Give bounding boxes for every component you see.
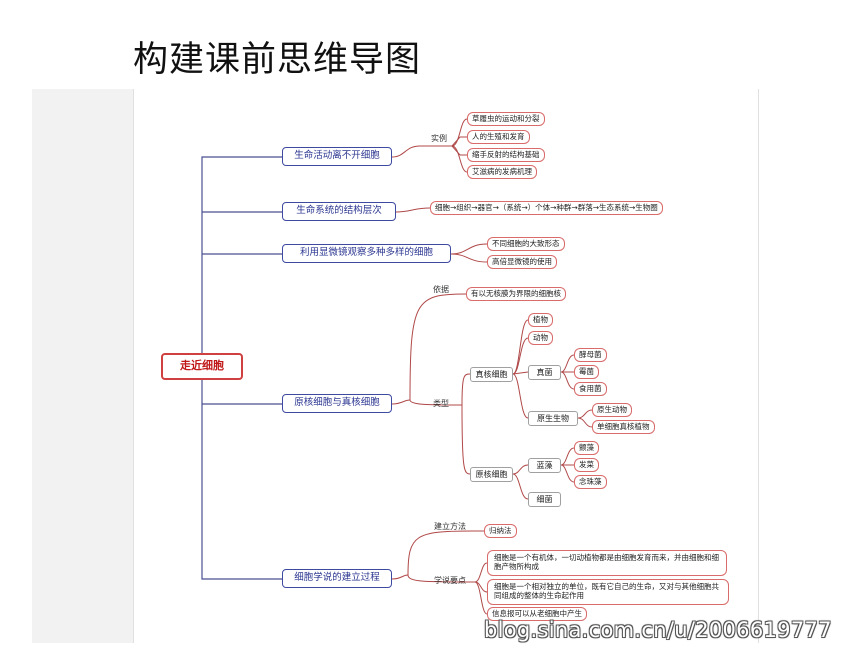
node-prokaryote[interactable]: 原核细胞 xyxy=(470,467,513,482)
node-fungi[interactable]: 真菌 xyxy=(528,365,561,380)
leaf-theory-point-3[interactable]: 信息报可以从老细胞中产生 xyxy=(487,607,587,621)
leaf-plant[interactable]: 植物 xyxy=(528,313,553,327)
leaf-connectors xyxy=(391,118,593,615)
leaf-nostoc-flagelliforme[interactable]: 发菜 xyxy=(574,458,599,472)
leaf-paramecium[interactable]: 草履虫的运动和分裂 xyxy=(467,112,545,126)
leaf-theory-point-2[interactable]: 细胞是一个相对独立的单位，既有它自己的生命，又对与其他细胞共同组成的整体的生命起… xyxy=(487,579,729,605)
branch-microscope[interactable]: 利用显微镜观察多种多样的细胞 xyxy=(282,244,451,263)
sub-label-basis: 依据 xyxy=(433,285,449,295)
branch-cell-theory[interactable]: 细胞学说的建立过程 xyxy=(282,569,392,588)
slide-title: 构建课前思维导图 xyxy=(133,40,422,80)
leaf-structure-chain[interactable]: 细胞→组织→器官→（系统→）个体→种群→群落→生态系统→生物圈 xyxy=(430,201,663,215)
branch-structure-levels[interactable]: 生命系统的结构层次 xyxy=(282,202,396,221)
root-node[interactable]: 走近细胞 xyxy=(161,353,243,380)
leaf-protozoa[interactable]: 原生动物 xyxy=(592,403,632,417)
node-protist[interactable]: 原生生物 xyxy=(528,411,578,426)
leaf-animal[interactable]: 动物 xyxy=(528,331,553,345)
leaf-nucleus-basis[interactable]: 有以无核膜为界限的细胞核 xyxy=(466,287,566,301)
leaf-theory-point-1[interactable]: 细胞是一个有机体，一切动植物都是由细胞发育而来，并由细胞和细胞产物所构成 xyxy=(487,550,727,576)
leaf-human-reproduction[interactable]: 人的生殖和发育 xyxy=(467,130,530,144)
leaf-unicellular-plant[interactable]: 单细胞真核植物 xyxy=(592,420,655,434)
watermark-text: blog.sina.com.cn/u/2006619777 xyxy=(484,618,832,642)
leaf-induction[interactable]: 归纳法 xyxy=(484,524,517,538)
leaf-cell-shapes[interactable]: 不同细胞的大致形态 xyxy=(487,237,565,251)
sub-label-examples: 实例 xyxy=(431,134,447,144)
branch-prokaryote-eukaryote[interactable]: 原核细胞与真核细胞 xyxy=(282,394,392,413)
sub-label-method: 建立方法 xyxy=(434,522,466,532)
node-bacteria[interactable]: 细菌 xyxy=(528,492,561,507)
node-eukaryote[interactable]: 真核细胞 xyxy=(470,367,513,382)
leaf-reflex[interactable]: 缩手反射的结构基础 xyxy=(467,148,545,162)
leaf-edible-fungi[interactable]: 食用菌 xyxy=(574,382,607,396)
leaf-nostoc[interactable]: 念珠藻 xyxy=(574,475,607,489)
leaf-mold[interactable]: 霉菌 xyxy=(574,365,599,379)
node-cyanobacteria[interactable]: 蓝藻 xyxy=(528,458,561,473)
sub-label-types: 类型 xyxy=(433,399,449,409)
leaf-aids[interactable]: 艾滋病的发病机理 xyxy=(467,165,537,179)
sub-label-key-points: 学说要点 xyxy=(434,576,466,586)
branch-life-activity[interactable]: 生命活动离不开细胞 xyxy=(282,147,392,166)
main-connectors xyxy=(201,156,282,580)
leaf-high-power-microscope[interactable]: 高倍显微镜的使用 xyxy=(487,255,557,269)
leaf-yeast[interactable]: 酵母菌 xyxy=(574,348,607,362)
leaf-oscillatoria[interactable]: 颤藻 xyxy=(574,441,599,455)
